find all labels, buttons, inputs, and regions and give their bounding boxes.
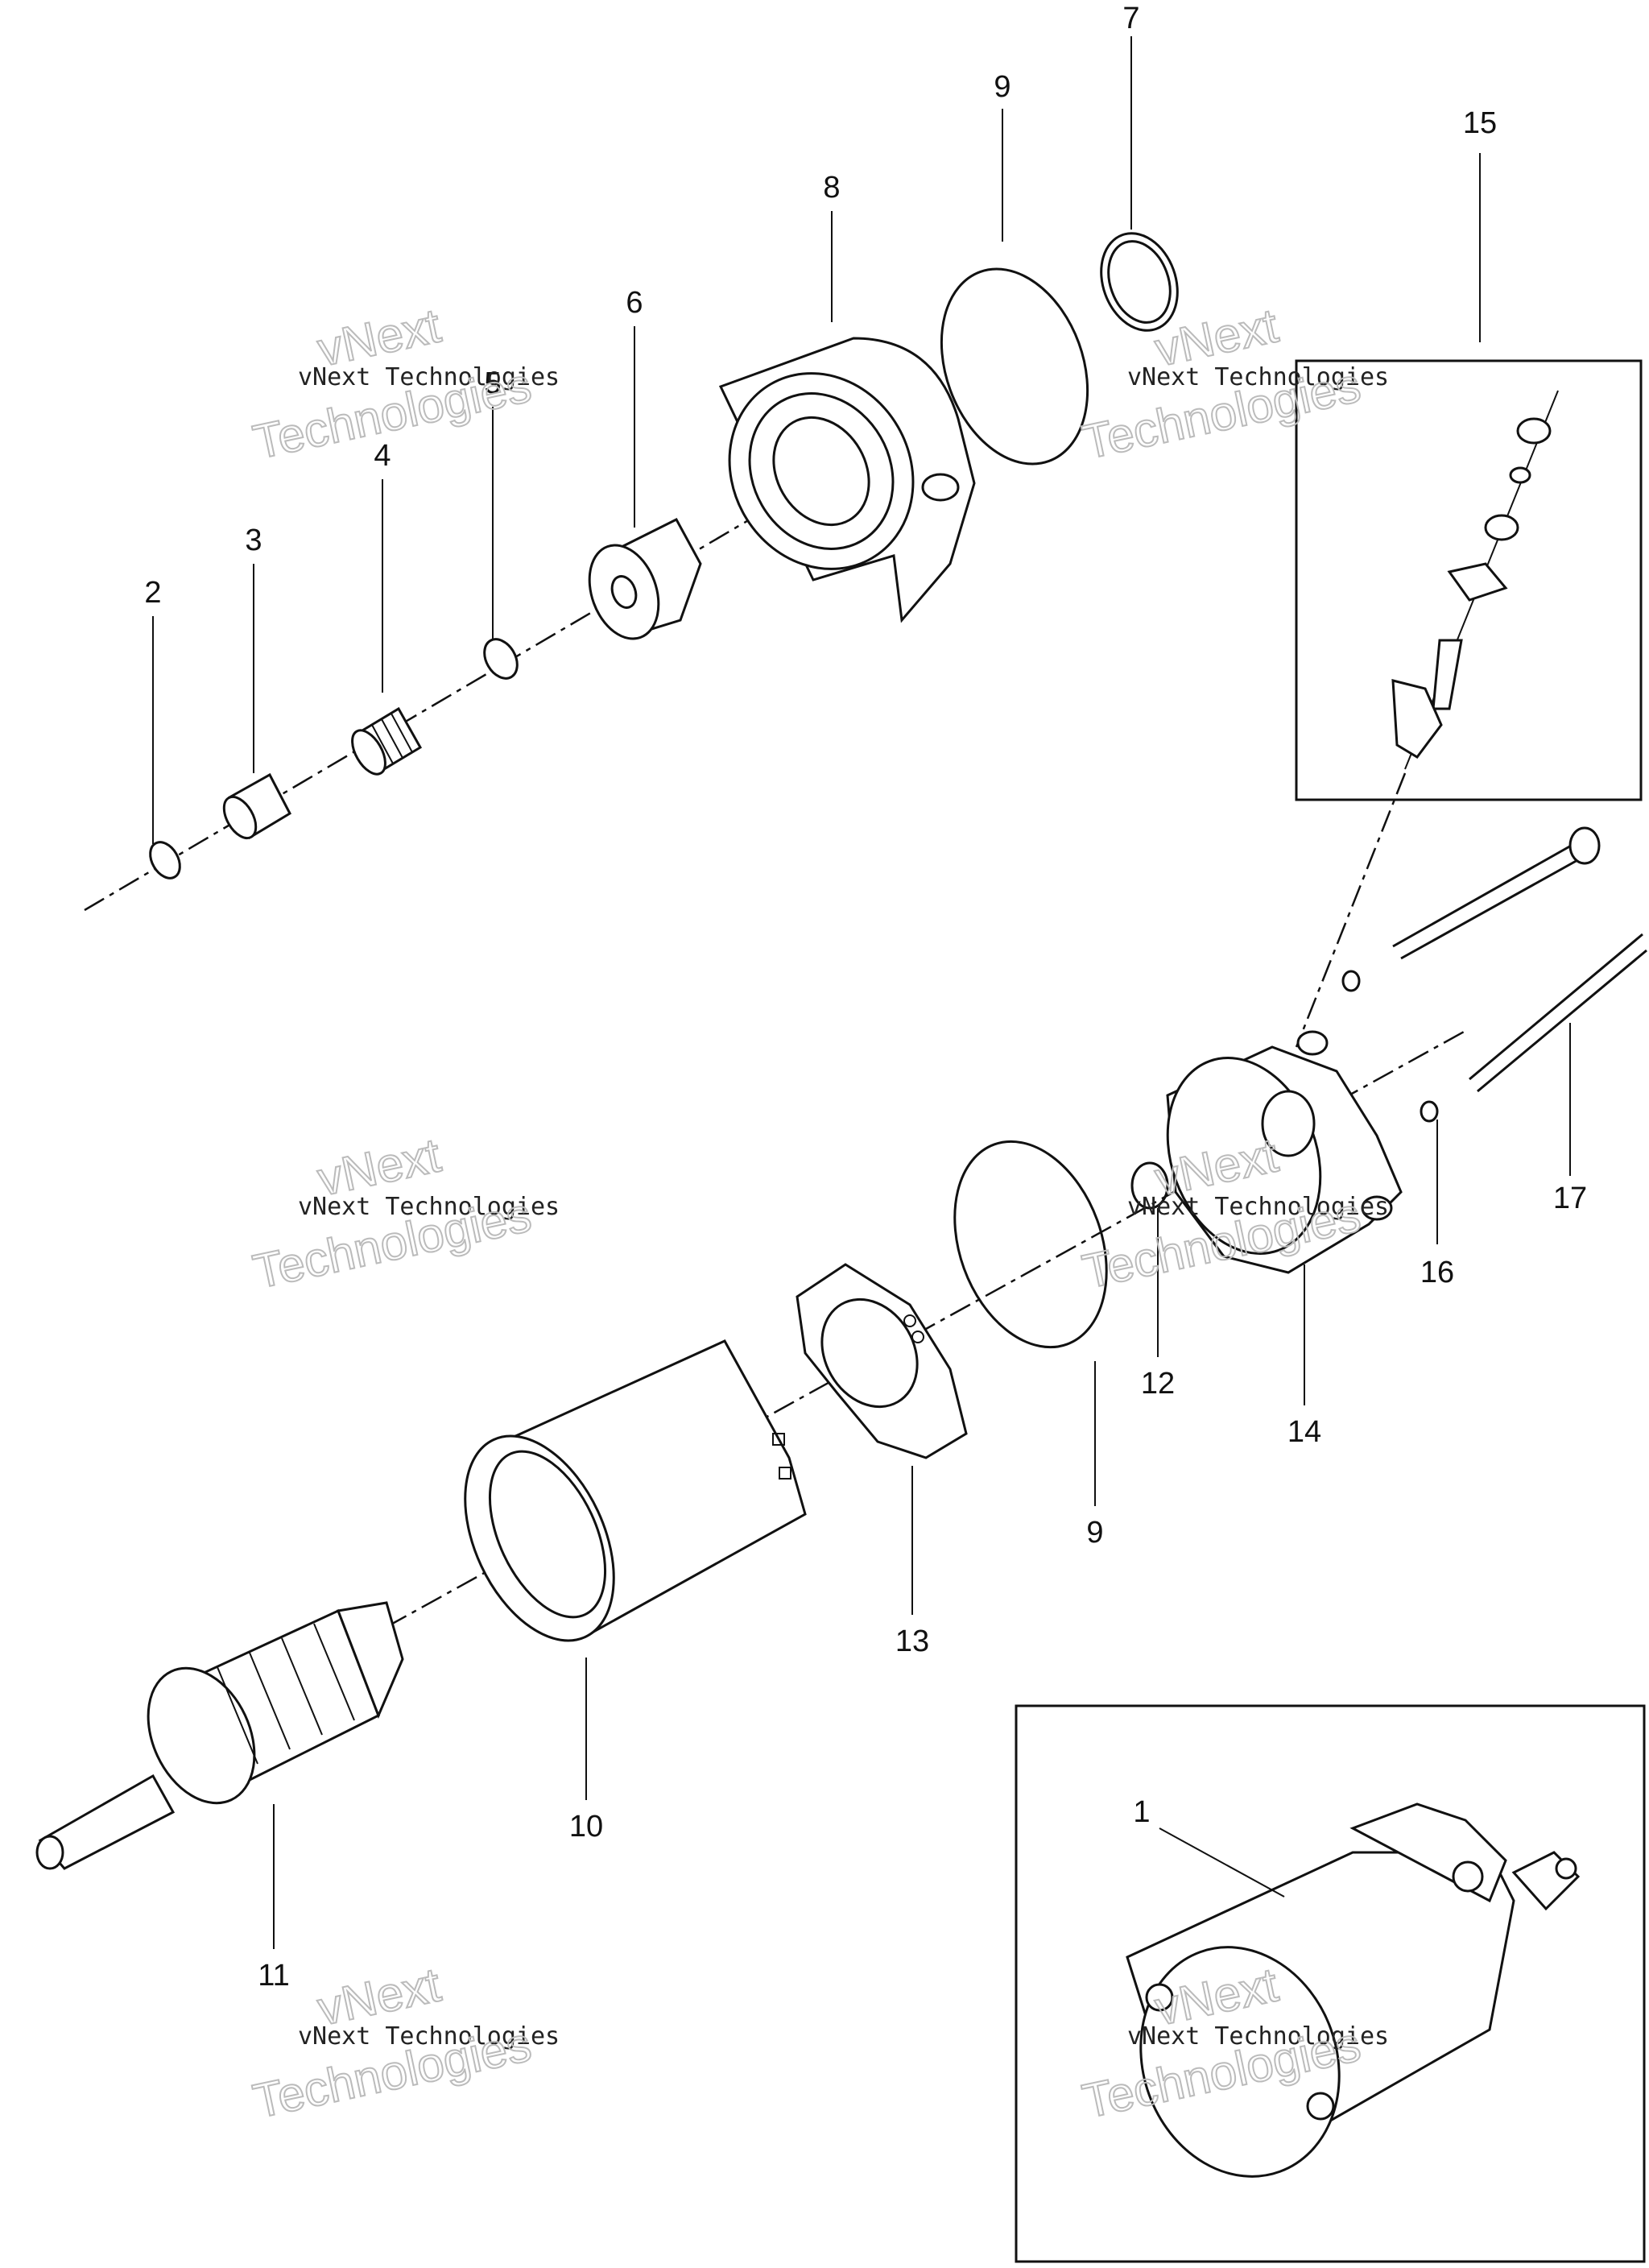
callout-10: 10: [569, 1810, 603, 1844]
part-16-washers: [1341, 970, 1439, 1123]
callout-13: 13: [895, 1624, 929, 1658]
inset-box-1: [1015, 1704, 1646, 2263]
inset-box-15: [1295, 359, 1643, 801]
watermark-3: vNext vNext Technologies Technologies: [248, 1127, 560, 1299]
part-10-stator-housing: [464, 1339, 807, 1642]
watermark-small: vNext Technologies: [298, 363, 560, 391]
watermark-small: vNext Technologies: [1127, 1193, 1389, 1221]
callout-17: 17: [1553, 1182, 1587, 1215]
callout-14: 14: [1287, 1415, 1321, 1449]
part-14-end-cap: [1166, 1030, 1403, 1274]
callout-7: 7: [1122, 2, 1139, 35]
watermark-small: vNext Technologies: [1127, 363, 1389, 391]
leader-lines: [152, 36, 1571, 1949]
part-3-collar: [222, 772, 291, 840]
part-11-armature: [35, 1601, 404, 1870]
callout-1: 1: [1133, 1795, 1150, 1829]
part-5-ring: [483, 638, 519, 680]
part-1-starter-assembly: [1126, 1802, 1581, 2178]
callout-6: 6: [626, 286, 643, 320]
callout-4: 4: [374, 439, 391, 473]
part-9-o-ring-upper: [940, 267, 1089, 466]
part-15-terminal-kit: [1391, 390, 1559, 770]
part-12-small-o-ring: [1130, 1161, 1169, 1210]
watermark-small: vNext Technologies: [1127, 2022, 1389, 2051]
part-7-seal-ring: [1100, 232, 1179, 332]
watermark-1: vNext vNext Technologies Technologies: [248, 297, 560, 470]
part-2-retaining-ring: [149, 841, 181, 879]
watermark-2: vNext vNext Technologies Technologies: [1077, 297, 1389, 470]
callout-2: 2: [144, 576, 161, 610]
part-17-through-bolts: [1392, 826, 1647, 1093]
watermark-small: vNext Technologies: [298, 2022, 560, 2051]
part-6-pinion-gear: [588, 518, 702, 640]
callout-12: 12: [1141, 1367, 1175, 1401]
callouts: 1 2 3 4 5 6 7 8 9 9 10 11 12 13 14 15 16…: [144, 2, 1587, 1993]
watermark-5: vNext vNext Technologies Technologies: [248, 1956, 560, 2129]
part-9-o-ring-lower: [953, 1140, 1108, 1349]
callout-11: 11: [258, 1959, 289, 1993]
part-4-spring: [351, 706, 423, 776]
part-8-drive-end-housing: [718, 337, 976, 623]
callout-5: 5: [484, 366, 501, 400]
part-13-brush-plate: [796, 1263, 968, 1459]
callout-15: 15: [1463, 106, 1497, 140]
inset-link-line: [1295, 772, 1407, 1048]
callout-8: 8: [823, 171, 840, 205]
callout-16: 16: [1420, 1256, 1454, 1289]
callout-3: 3: [245, 524, 262, 557]
callout-9-lower: 9: [1086, 1516, 1103, 1550]
watermark-small: vNext Technologies: [298, 1193, 560, 1221]
callout-9-upper: 9: [994, 70, 1010, 104]
